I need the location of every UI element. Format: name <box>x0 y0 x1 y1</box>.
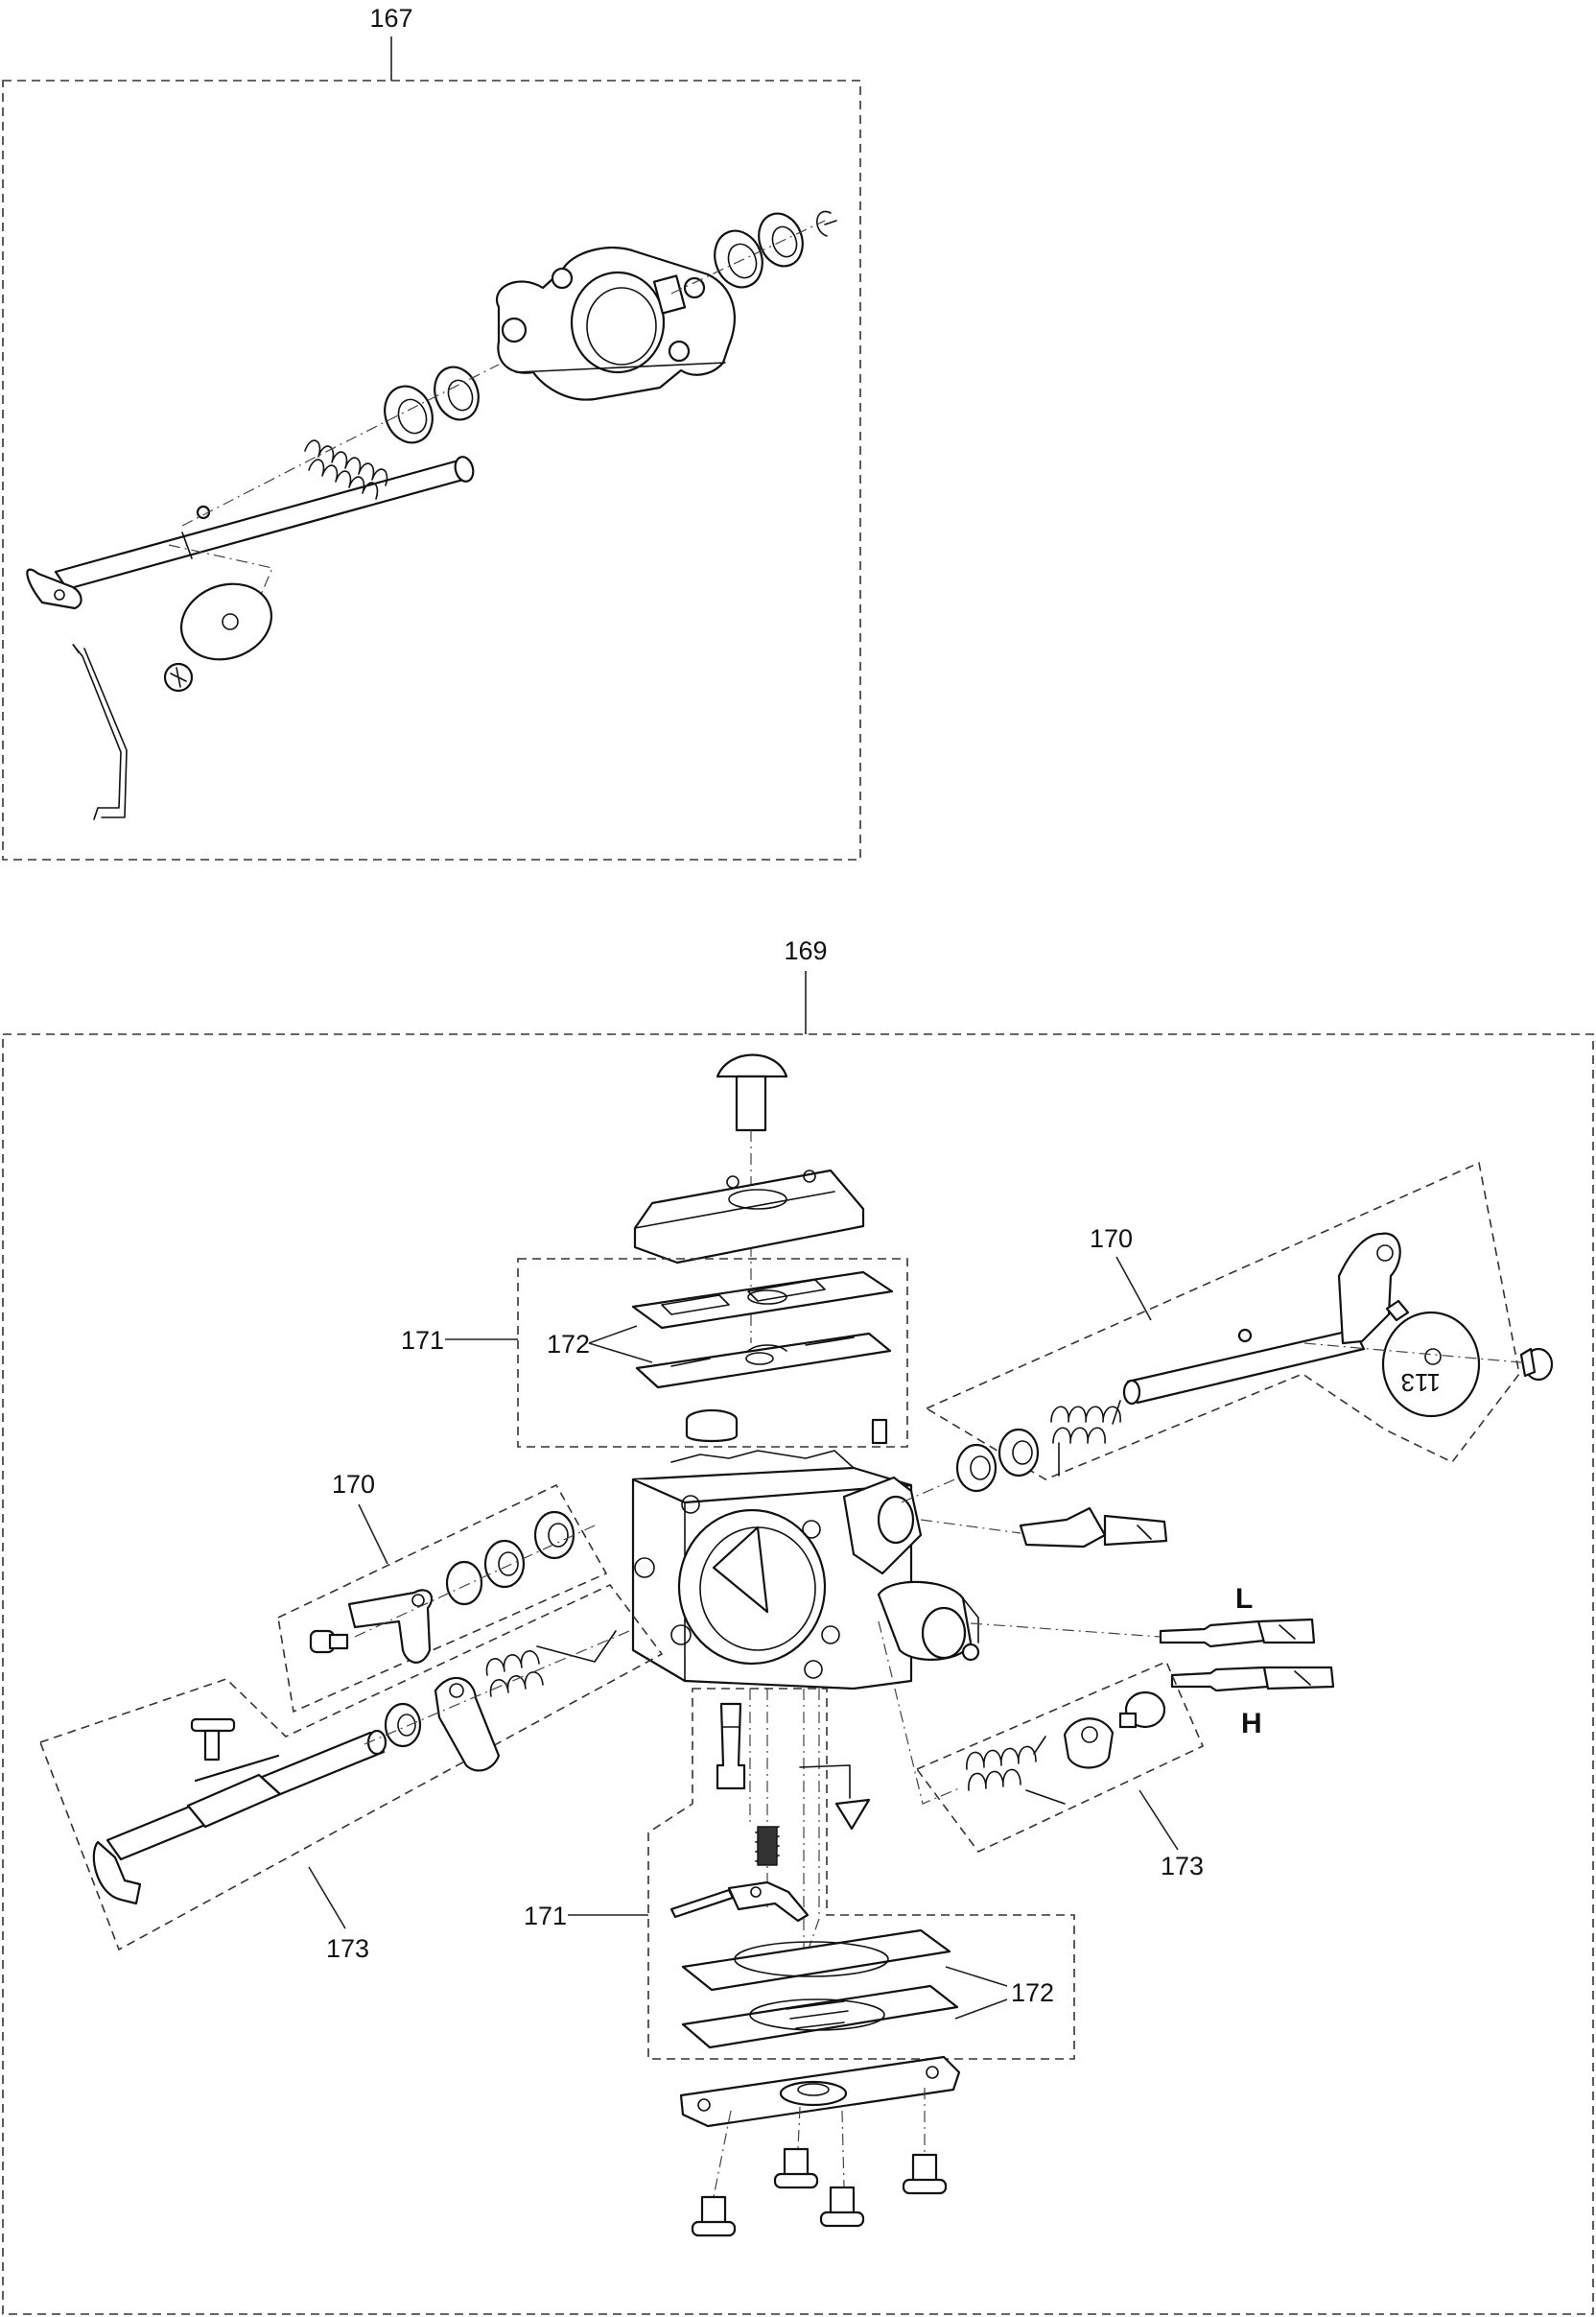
callout-170-left: 170 <box>332 1470 375 1499</box>
choke-washers <box>955 1428 1040 1493</box>
top-screw <box>716 1053 788 1132</box>
label-L: L <box>1235 1583 1253 1615</box>
idle-needle <box>1019 1506 1168 1549</box>
choke-spring <box>1050 1400 1121 1477</box>
throttle-shaft <box>26 456 475 610</box>
choke-shaft <box>1122 1232 1410 1406</box>
carburetor-body <box>631 1450 980 1690</box>
left-lever <box>309 1589 434 1664</box>
metering-cover <box>679 2055 961 2128</box>
metering-lever-screw <box>799 1764 871 1831</box>
plate-marking: 113 <box>1401 1368 1441 1397</box>
callout-173-right: 173 <box>1161 1852 1204 1880</box>
group-167-frame <box>2 80 861 861</box>
callout-171-bottom: 171 <box>524 1902 567 1930</box>
right-spring <box>966 1736 1066 1805</box>
callout-173-left: 173 <box>326 1934 369 1963</box>
callout-172-top: 172 <box>547 1330 590 1359</box>
callout-167: 167 <box>369 4 412 33</box>
box-171-top <box>517 1258 908 1448</box>
metering-gaskets <box>681 1928 959 2049</box>
mixture-needle-H <box>1170 1666 1335 1692</box>
right-lever <box>1063 1690 1166 1769</box>
left-throttle-spring <box>485 1630 617 1697</box>
metering-lever <box>669 1880 810 1923</box>
left-washers <box>445 1510 575 1606</box>
cover-screws <box>691 2147 948 2237</box>
group-169-frame <box>2 1033 1594 2315</box>
choke-plate: 113 <box>1381 1311 1554 1418</box>
spring-167 <box>304 439 388 500</box>
linkage-rod <box>72 644 128 820</box>
box-173-left <box>38 1584 664 1951</box>
left-throttle-shaft <box>92 1717 387 1905</box>
left-throttle-lever <box>384 1676 501 1772</box>
axis-167-b <box>168 544 273 596</box>
check-plug <box>685 1408 888 1445</box>
callout-170-right: 170 <box>1090 1224 1133 1253</box>
callout-169: 169 <box>784 936 827 965</box>
axis-167-a <box>181 364 500 527</box>
throttle-plate <box>163 582 273 693</box>
inlet-needle <box>716 1702 746 1790</box>
label-H: H <box>1241 1708 1262 1739</box>
metering-spring <box>755 1826 780 1866</box>
callout-172-bottom: 172 <box>1011 1978 1054 2007</box>
box-170-right <box>925 1161 1520 1480</box>
pump-cover <box>633 1169 865 1265</box>
callout-171-top: 171 <box>401 1326 444 1355</box>
throttle-housing <box>496 247 736 401</box>
mixture-needle-L <box>1159 1618 1316 1648</box>
box-170-left <box>277 1483 608 1714</box>
group-169: 169 171 172 <box>2 936 1594 2315</box>
pump-gaskets <box>631 1270 894 1389</box>
box-171-bottom <box>647 1688 1075 2060</box>
group-167: 167 <box>2 4 861 861</box>
axis-167-c <box>670 220 826 295</box>
box-173-right <box>915 1660 1205 1854</box>
